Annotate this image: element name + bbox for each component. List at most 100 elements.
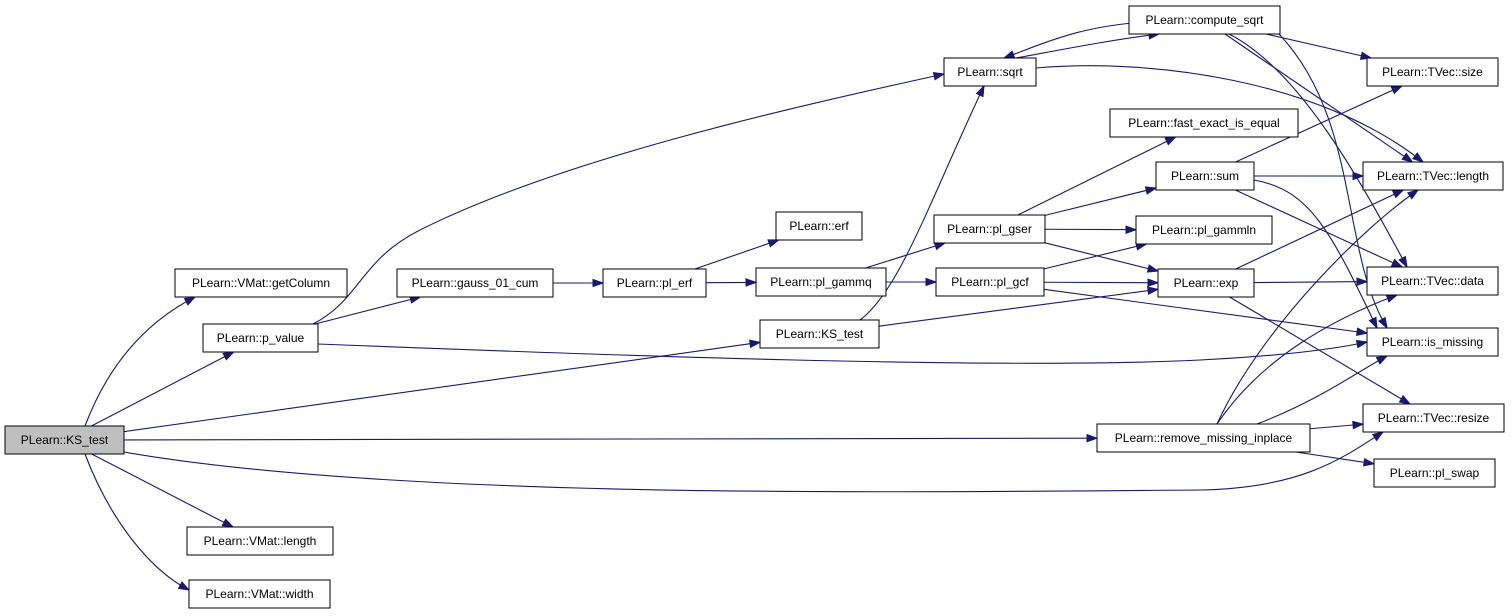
edge-remove_missing-to-tvec_length [1216,189,1420,425]
node-exp[interactable]: PLearn::exp [1157,268,1255,298]
edge-arrowhead [1406,189,1420,200]
edge-line [91,351,234,427]
edge-arrowhead [1390,85,1404,95]
node-box[interactable] [4,425,125,455]
edge-line [1044,187,1157,216]
node-gauss[interactable]: PLearn::gauss_01_cum [396,268,554,298]
edge-line [1044,242,1159,272]
edge-line [1003,21,1150,59]
edge-arrowhead [1164,136,1177,146]
edge-arrowhead [1086,433,1099,443]
node-box[interactable] [759,319,880,349]
node-p_value[interactable]: PLearn::p_value [202,323,319,353]
node-label: PLearn::pl_gammq [770,275,871,289]
node-box[interactable] [1157,268,1255,298]
node-box[interactable] [188,579,331,609]
node-box[interactable] [1366,327,1499,357]
edge-line [1235,189,1404,270]
node-box[interactable] [943,57,1037,87]
node-fast_exact[interactable]: PLearn::fast_exact_is_equal [1109,108,1299,138]
edge-line [91,453,234,528]
edge-line [1043,243,1147,270]
node-label: PLearn::KS_test [21,433,109,447]
node-vmat_length[interactable]: PLearn::VMat::length [186,526,334,556]
node-box[interactable] [1366,266,1499,296]
node-box[interactable] [1128,5,1281,35]
node-pl_gser[interactable]: PLearn::pl_gser [933,214,1046,244]
node-tvec_resize[interactable]: PLearn::TVec::resize [1362,403,1505,433]
edge-arrowhead [183,296,197,306]
edge-sqrt-to-tvec_length [1035,65,1425,163]
node-KS_test2[interactable]: PLearn::KS_test [759,319,880,349]
node-label: PLearn::pl_gammln [1152,223,1256,237]
edge-line [1253,281,1368,284]
node-box[interactable] [202,323,319,353]
edge-pl_gammq-to-pl_gcf [886,277,938,287]
node-pl_swap[interactable]: PLearn::pl_swap [1373,458,1496,488]
node-erf[interactable]: PLearn::erf [775,211,863,241]
node-is_missing[interactable]: PLearn::is_missing [1366,327,1499,357]
node-pl_gcf[interactable]: PLearn::pl_gcf [935,267,1045,297]
edge-line [1035,65,1424,163]
edge-arrowhead [975,84,985,98]
node-tvec_size[interactable]: PLearn::TVec::size [1366,57,1499,87]
edge-arrowhead [925,277,938,287]
edge-root-to-tvec_resize [123,431,1385,493]
node-label: PLearn::pl_gcf [951,275,1029,289]
node-box[interactable] [935,267,1045,297]
edge-pl_gser-to-fast_exact [1017,136,1177,216]
node-box[interactable] [1109,108,1299,138]
node-sqrt[interactable]: PLearn::sqrt [943,57,1037,87]
node-tvec_data[interactable]: PLearn::TVec::data [1366,266,1499,296]
edge-pl_gammq-to-pl_gser [865,242,947,269]
edge-line [1253,179,1378,329]
node-box[interactable] [1373,458,1496,488]
edge-KS_test2-to-sqrt [859,84,985,321]
edge-arrowhead [1352,420,1365,430]
edge-arrowhead [1147,286,1160,295]
edge-arrowhead [1391,189,1405,199]
node-sum[interactable]: PLearn::sum [1155,161,1255,191]
node-box[interactable] [775,211,863,241]
node-label: PLearn::TVec::data [1381,274,1484,288]
node-label: PLearn::gauss_01_cum [412,276,539,290]
node-label: PLearn::erf [789,219,849,233]
edge-arrowhead [1352,171,1365,181]
node-pl_gammln[interactable]: PLearn::pl_gammln [1135,215,1273,245]
edge-pl_gcf-to-is_missing [1043,288,1369,336]
node-getColumn[interactable]: PLearn::VMat::getColumn [174,268,348,298]
edge-root-to-p_value [91,351,235,427]
node-box[interactable] [1366,57,1499,87]
edge-compute_sqrt-to-tvec_length [1224,33,1414,163]
node-box[interactable] [396,268,554,298]
edge-line [123,431,1384,493]
node-box[interactable] [755,267,887,297]
node-compute_sqrt[interactable]: PLearn::compute_sqrt [1128,5,1281,35]
edge-arrowhead [932,72,946,81]
node-box[interactable] [1362,403,1505,433]
node-pl_gammq[interactable]: PLearn::pl_gammq [755,267,887,297]
node-pl_erf[interactable]: PLearn::pl_erf [602,268,707,298]
edge-pl_erf-to-pl_gammq [705,278,758,287]
edge-remove_missing-to-pl_swap [1295,451,1376,467]
node-box[interactable] [174,268,348,298]
edge-p_value-to-is_missing [317,339,1369,364]
node-tvec_length[interactable]: PLearn::TVec::length [1362,161,1504,191]
edge-line [84,453,190,591]
node-box[interactable] [1362,161,1504,191]
node-box[interactable] [1096,423,1311,453]
node-box[interactable] [602,268,707,298]
node-vmat_width[interactable]: PLearn::VMat::width [188,579,331,609]
node-box[interactable] [1135,215,1273,245]
edge-line [1228,33,1408,268]
node-box[interactable] [186,526,334,556]
edge-root-to-KS_test2 [123,339,762,433]
node-box[interactable] [1155,161,1255,191]
node-root[interactable]: PLearn::KS_test [4,425,125,455]
node-label: PLearn::p_value [217,331,305,345]
edge-line [1216,294,1398,425]
node-box[interactable] [933,214,1046,244]
node-remove_missing[interactable]: PLearn::remove_missing_inplace [1096,423,1311,453]
node-label: PLearn::fast_exact_is_equal [1128,116,1279,130]
